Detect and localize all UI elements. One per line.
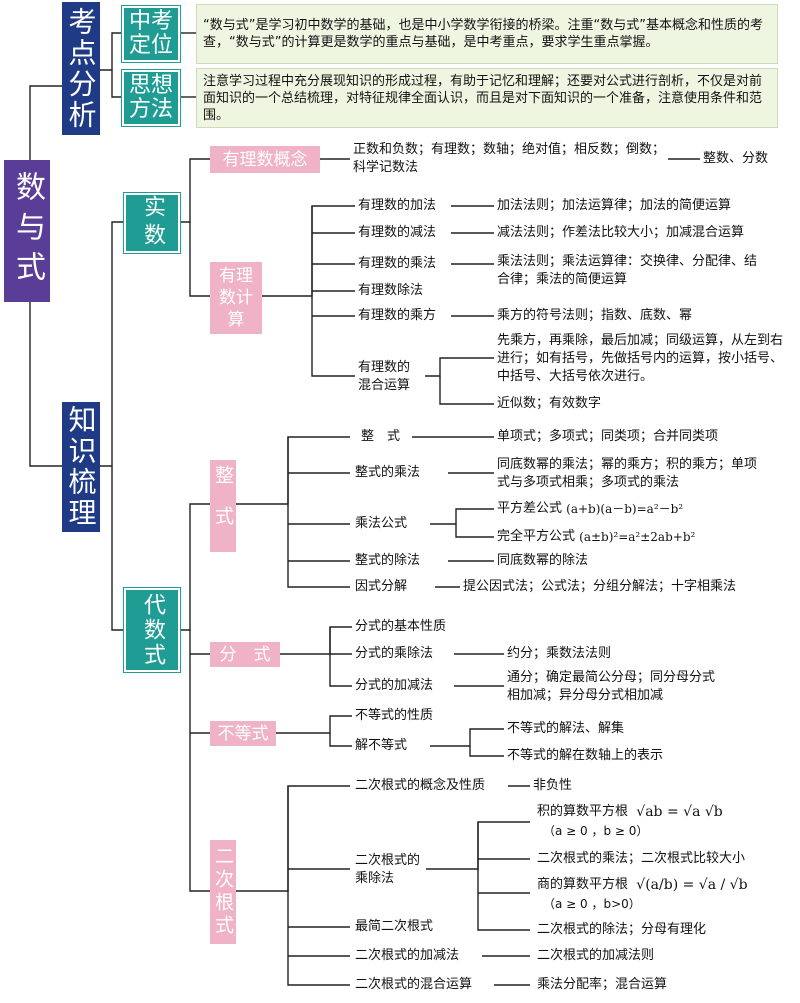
zhongkao-label: 中考定位 — [128, 9, 173, 58]
gs-hh-item: 二次根式的混合运算 — [352, 976, 476, 994]
fenshi-node: 分 式 — [210, 642, 280, 667]
calc-desc-mul: 乘法法则；乘法运算律：交换律、分配律、结合律；乘法的简便运算 — [494, 252, 762, 290]
concept-node: 有理数概念 — [210, 146, 320, 173]
gs-zj-item: 最简二次根式 — [352, 918, 437, 936]
genshi-node: 二次根式 — [210, 840, 236, 944]
calc-desc-pow: 乘方的符号法则；指数、底数、幂 — [494, 307, 696, 325]
zs-cf-desc: 同底数幂的乘法；幂的乘方；积的乘方；单项式与多项式相乘；多项式的乘法 — [494, 455, 768, 493]
concept-extra: 整数、分数 — [700, 150, 772, 168]
gs-jj-desc: 二次根式的加减法则 — [534, 947, 658, 965]
calc-item-mixed: 有理数的混合运算 — [355, 358, 425, 396]
bds-d1: 不等式的解法、解集 — [504, 720, 628, 738]
gs-cc-d3c: （a ≥ 0 ，b>0） — [540, 895, 644, 913]
calc-item-add: 有理数的加法 — [355, 197, 440, 215]
kaodian-label: 考点分析 — [64, 6, 98, 131]
gs-cc-d4: 二次根式的除法；分母有理化 — [534, 921, 710, 939]
gs-hh-desc: 乘法分配率；混合运算 — [534, 976, 671, 994]
sixiang-label: 思想方法 — [128, 73, 173, 122]
bds-d2: 不等式的解在数轴上的表示 — [504, 747, 667, 765]
zs-gs-item: 乘法公式 — [352, 515, 411, 533]
zs-cu-desc: 同底数幂的除法 — [494, 552, 592, 570]
zs-cf-item: 整式的乘法 — [352, 464, 424, 482]
bds-xz-item: 不等式的性质 — [352, 707, 437, 725]
gs-gn-item: 二次根式的概念及性质 — [352, 777, 489, 795]
calc-desc-mixed: 先乘方，再乘除，最后加减；同级运算，从左到右进行；如有括号，先做括号内的运算，按… — [494, 331, 786, 387]
fs-jj-desc: 通分；确定最简公分母；同分母分式相加减；异分母分式相加减 — [504, 668, 726, 706]
zs-yf-desc: 提公因式法；公式法；分组分解法；十字相乘法 — [460, 578, 740, 596]
zhongkao-node: 中考定位 — [121, 5, 181, 63]
root-label: 数与式 — [10, 171, 45, 291]
calc-item-sub: 有理数的减法 — [355, 224, 440, 242]
root-node: 数与式 — [4, 160, 50, 302]
zhishi-node: 知识梳理 — [62, 402, 100, 532]
calc-node: 有理数计算 — [210, 262, 262, 334]
bds-jie-item: 解不等式 — [352, 737, 411, 755]
calc-item-div: 有理数除法 — [355, 282, 427, 300]
calc-item-mul: 有理数的乘法 — [355, 255, 440, 273]
shishu-label: 实数 — [140, 195, 165, 251]
kaodian-node: 考点分析 — [62, 2, 100, 135]
zhongkao-text: “数与式”是学习初中数学的基础，也是中小学数学衔接的桥梁。注重“数与式”基本概念… — [196, 4, 778, 64]
gs-cc-d1c: （a ≥ 0 ，b ≥ 0） — [540, 822, 652, 840]
shishu-node: 实数 — [123, 192, 181, 254]
calc-item-pow: 有理数的乘方 — [355, 307, 440, 325]
sixiang-text: 注意学习过程中充分展现知识的形成过程，有助于记忆和理解；还要对公式进行剖析，不仅… — [196, 68, 778, 128]
zs-gs-f2: 完全平方公式 (a±b)²=a²±2ab+b² — [494, 528, 699, 546]
fs-jj-item: 分式的加减法 — [352, 677, 437, 695]
daishu-label: 代数式 — [140, 592, 165, 668]
zs-desc: 单项式；多项式；同类项；合并同类项 — [494, 428, 722, 446]
calc-desc-add: 加法法则；加法运算律；加法的简便运算 — [494, 197, 735, 215]
gs-jj-item: 二次根式的加减法 — [352, 947, 463, 965]
fs-cc-item: 分式的乘除法 — [352, 645, 437, 663]
calc-desc-approx: 近似数；有效数字 — [494, 395, 605, 413]
gs-cc-d3: 商的算数平方根 √(a/b) = √a / √b — [534, 876, 751, 894]
gs-cc-d2: 二次根式的乘法；二次根式比较大小 — [534, 850, 749, 868]
fs-cc-desc: 约分；乘数法法则 — [504, 645, 615, 663]
gs-cc-item: 二次根式的乘除法 — [352, 851, 426, 889]
fs-xz-item: 分式的基本性质 — [352, 618, 450, 636]
zhishi-label: 知识梳理 — [64, 405, 98, 529]
daishu-node: 代数式 — [123, 587, 181, 673]
gs-cc-d1: 积的算数平方根 √ab = √a √b — [534, 803, 726, 821]
zs-cu-item: 整式的除法 — [352, 552, 424, 570]
concept-text: 正数和负数；有理数；数轴；绝对值；相反数；倒数；科学记数法 — [350, 140, 668, 178]
sixiang-node: 思想方法 — [121, 69, 181, 127]
zs-gs-f1: 平方差公式 (a+b)(a－b)=a²－b² — [494, 500, 687, 518]
zs-yf-item: 因式分解 — [352, 578, 411, 596]
calc-desc-sub: 减法法则；作差法比较大小；加减混合运算 — [494, 224, 748, 242]
zs-item: 整 式 — [358, 428, 404, 446]
budengshi-node: 不等式 — [210, 721, 276, 746]
gs-gn-desc: 非负性 — [530, 777, 576, 795]
zhengshi-node: 整式 — [210, 460, 236, 552]
